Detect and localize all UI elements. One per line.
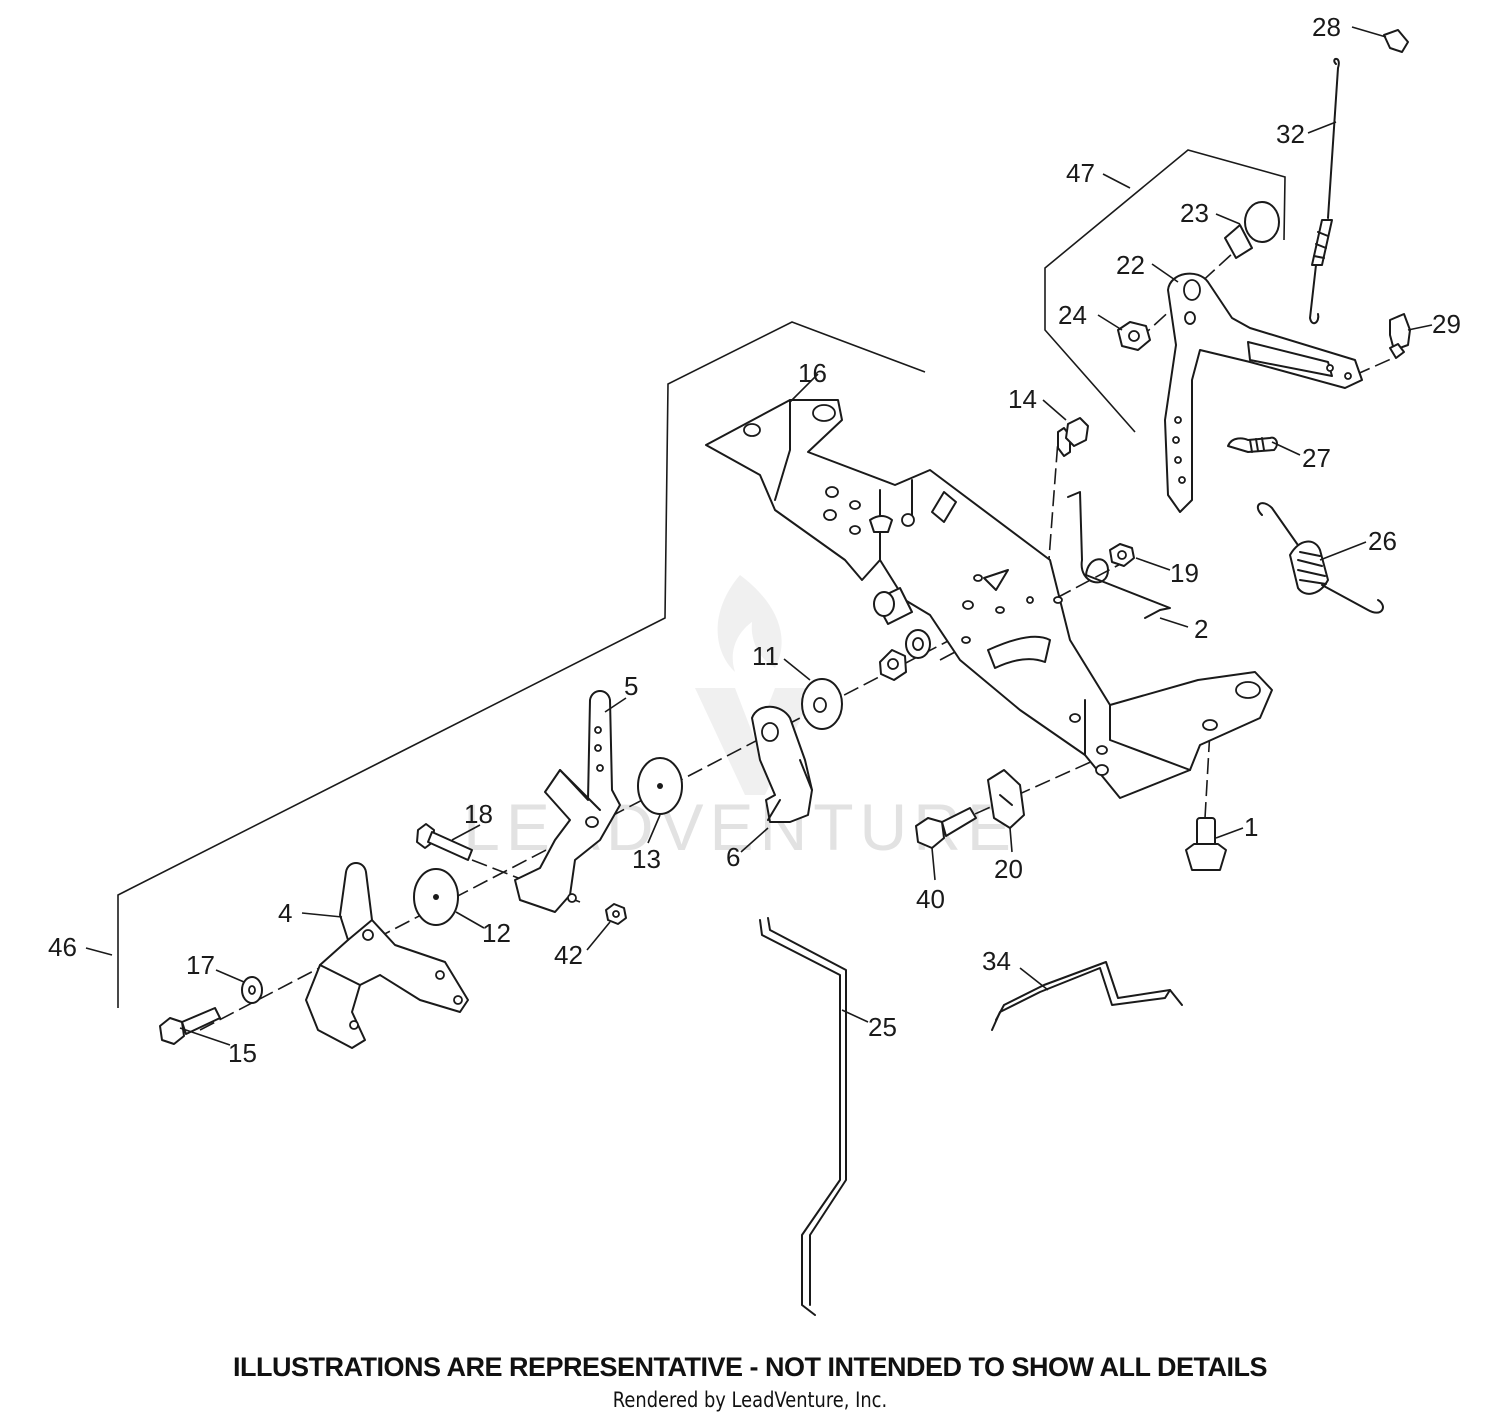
callout-47: 47 bbox=[1066, 158, 1095, 188]
axis-bolt-14 bbox=[1047, 439, 1059, 573]
assembly-bracket-46 bbox=[117, 321, 926, 1008]
part-32-spring-rod bbox=[1309, 57, 1340, 325]
part-42-nut bbox=[605, 903, 627, 925]
part-5-lever bbox=[514, 690, 621, 913]
callout-25: 25 bbox=[868, 1012, 897, 1042]
part-25-rod bbox=[759, 917, 847, 1316]
callout-4: 4 bbox=[278, 898, 292, 928]
part-6-arm bbox=[751, 705, 813, 823]
axis-bolt-1 bbox=[1204, 729, 1211, 819]
callout-19: 19 bbox=[1170, 558, 1199, 588]
part-16-mount-plate bbox=[705, 399, 1273, 799]
part-23-pin bbox=[1224, 201, 1280, 259]
part-12-washer bbox=[413, 868, 459, 926]
axis-clip-29 bbox=[1354, 354, 1401, 376]
callout-6: 6 bbox=[726, 842, 740, 872]
part-29-clip bbox=[1389, 313, 1411, 359]
part-22-pedal-lever bbox=[1164, 272, 1363, 513]
callout-46: 46 bbox=[48, 932, 77, 962]
exploded-view-svg: LEADVENTURE bbox=[48, 12, 1461, 1316]
part-15-bolt bbox=[159, 1007, 221, 1045]
part-17-washer bbox=[241, 976, 263, 1004]
part-4-lever-bracket bbox=[305, 862, 469, 1049]
part-28-cap bbox=[1383, 29, 1409, 53]
callout-23: 23 bbox=[1180, 198, 1209, 228]
callout-16: 16 bbox=[798, 358, 827, 388]
part-1-shoulder-bolt bbox=[1185, 817, 1227, 871]
part-bushings bbox=[873, 587, 931, 681]
callout-2: 2 bbox=[1194, 614, 1208, 644]
part-2-torsion-spring bbox=[1067, 491, 1171, 619]
callout-32: 32 bbox=[1276, 119, 1305, 149]
disclaimer-text: ILLUSTRATIONS ARE REPRESENTATIVE - NOT I… bbox=[232, 1352, 1268, 1382]
callout-22: 22 bbox=[1116, 250, 1145, 280]
part-19-nut bbox=[1109, 543, 1135, 567]
callout-27: 27 bbox=[1302, 443, 1331, 473]
part-26-spring bbox=[1256, 502, 1384, 614]
part-18-bolt bbox=[416, 823, 473, 861]
leader-lines bbox=[85, 26, 1433, 1046]
part-40-flange-bolt bbox=[915, 807, 977, 849]
callout-18: 18 bbox=[464, 799, 493, 829]
callout-40: 40 bbox=[916, 884, 945, 914]
callout-11: 11 bbox=[752, 641, 779, 671]
part-11-washer bbox=[801, 678, 843, 730]
callout-labels: 28 32 47 23 22 24 29 14 16 27 26 19 2 11… bbox=[48, 12, 1461, 1068]
assembly-bracket-47 bbox=[1044, 149, 1286, 433]
callout-12: 12 bbox=[482, 918, 511, 948]
callout-20: 20 bbox=[994, 854, 1023, 884]
part-24-flange-nut bbox=[1117, 321, 1151, 351]
callout-42: 42 bbox=[554, 940, 583, 970]
callout-5: 5 bbox=[624, 671, 638, 701]
part-34-rod bbox=[991, 961, 1183, 1031]
part-20-clip bbox=[987, 769, 1025, 829]
callout-29: 29 bbox=[1432, 309, 1461, 339]
part-14-bolt bbox=[1057, 417, 1089, 457]
callout-34: 34 bbox=[982, 946, 1011, 976]
callout-13: 13 bbox=[632, 844, 661, 874]
callout-24: 24 bbox=[1058, 300, 1087, 330]
callout-28: 28 bbox=[1312, 12, 1341, 42]
callout-26: 26 bbox=[1368, 526, 1397, 556]
callout-14: 14 bbox=[1008, 384, 1037, 414]
callout-1: 1 bbox=[1244, 812, 1258, 842]
callout-17: 17 bbox=[186, 950, 215, 980]
rendered-by-text: Rendered by LeadVenture, Inc. bbox=[612, 1388, 888, 1412]
part-27-spring bbox=[1227, 436, 1278, 453]
callout-15: 15 bbox=[228, 1038, 257, 1068]
part-13-washer bbox=[637, 757, 683, 815]
